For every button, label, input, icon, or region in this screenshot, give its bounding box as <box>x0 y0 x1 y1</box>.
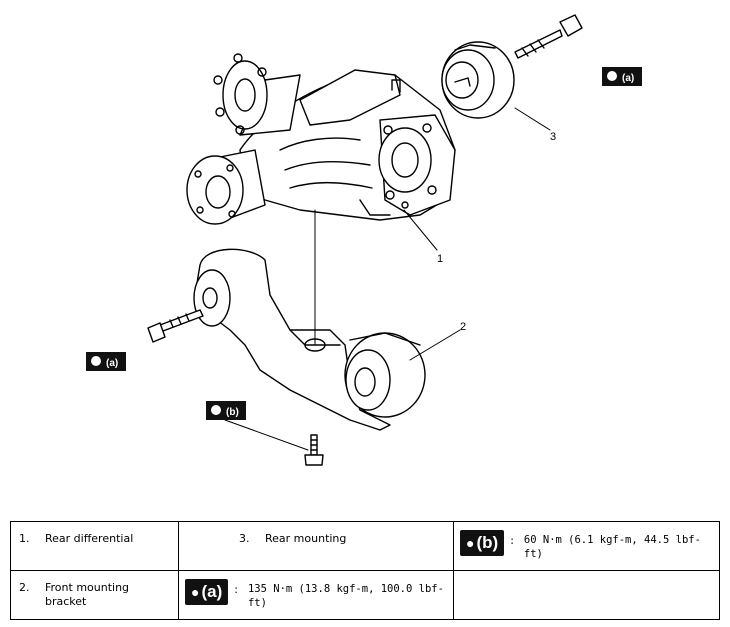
svg-text:(b): (b) <box>226 407 239 418</box>
torque-badge-a-left: (a) <box>86 352 126 371</box>
front-mounting-bracket-illustration <box>193 248 426 431</box>
svg-text:(a): (a) <box>622 73 634 84</box>
svg-text:(a): (a) <box>106 358 118 369</box>
legend-item-1: 1.Rear differential <box>10 521 179 571</box>
exploded-diagram: 1 2 3 (a) (a) (b) <box>86 14 642 466</box>
torque-badge-a-legend: ●(a) <box>185 579 229 605</box>
legend-table: 1.Rear differential 3.Rear mounting ●(b)… <box>10 521 720 620</box>
callout-3: 3 <box>550 131 556 143</box>
left-bolt-illustration <box>147 309 204 343</box>
wrench-icon: ● <box>466 535 475 551</box>
torque-badge-b: (b) <box>206 401 246 420</box>
rear-differential-illustration <box>186 53 456 225</box>
legend-torque-b: ●(b) : 60 N·m (6.1 kgf-m, 44.5 lbf-ft) <box>453 521 720 571</box>
lower-bolt-illustration <box>304 434 324 466</box>
callout-1: 1 <box>437 253 443 265</box>
callout-2: 2 <box>460 321 466 333</box>
legend-item-2: 2.Front mounting bracket <box>10 570 179 620</box>
legend-torque-a: ●(a) : 135 N·m (13.8 kgf-m, 100.0 lbf-ft… <box>178 570 454 620</box>
rear-mounting-illustration <box>441 41 515 119</box>
torque-badge-a-upper: (a) <box>602 67 642 86</box>
legend-item-3: 3.Rear mounting <box>178 521 454 571</box>
legend-empty-cell <box>453 570 720 620</box>
wrench-icon: ● <box>191 584 200 600</box>
torque-badge-b-legend: ●(b) <box>460 530 505 556</box>
upper-bolt-illustration <box>514 14 583 59</box>
